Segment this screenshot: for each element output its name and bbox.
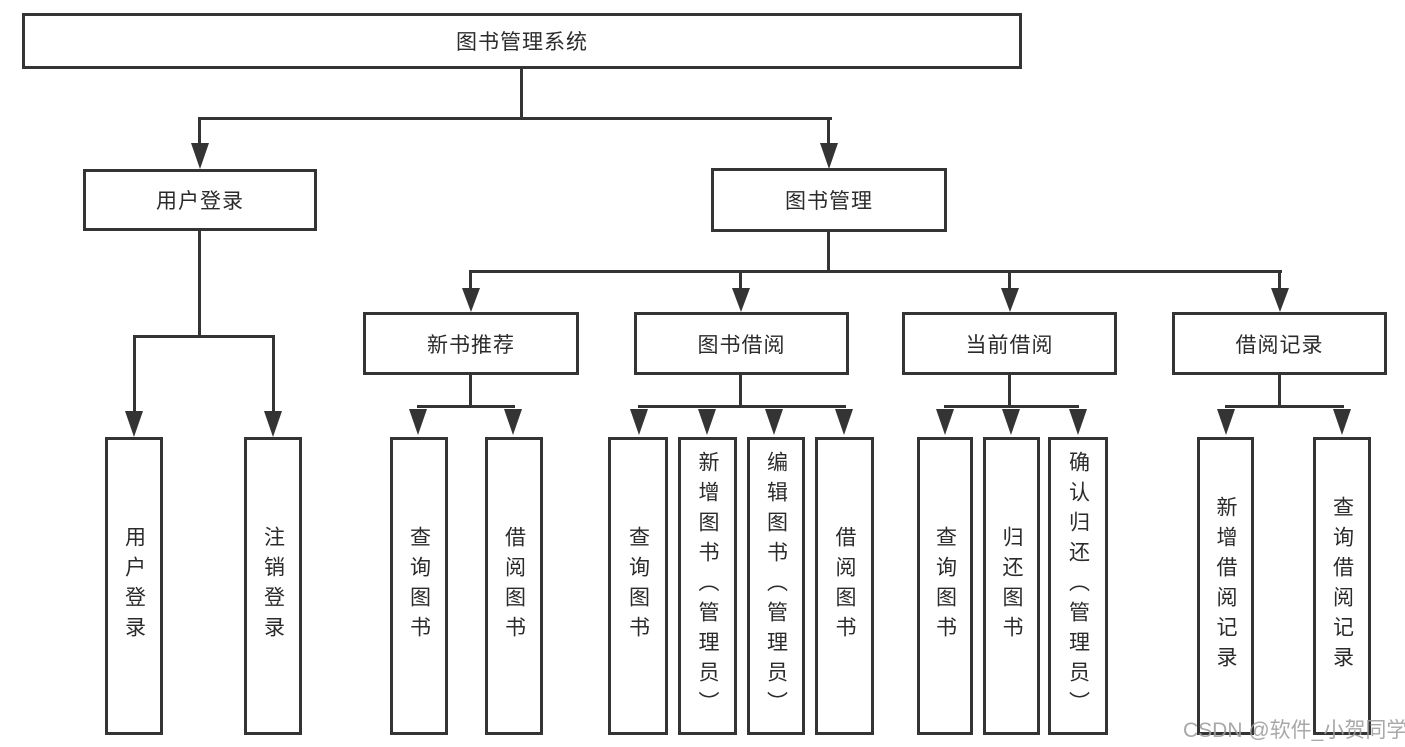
leaf-label: 确认归还（管理员） xyxy=(1066,451,1091,721)
node-leaf-return-books: 归还图书 xyxy=(983,437,1040,735)
arrow-down-icon xyxy=(409,409,427,435)
connector-line xyxy=(417,405,515,408)
arrow-down-icon xyxy=(191,143,209,169)
arrow-down-icon xyxy=(765,409,783,435)
node-leaf-borrow-books: 借阅图书 xyxy=(815,437,874,735)
connector-line xyxy=(470,270,1282,273)
connector-line xyxy=(827,117,830,147)
node-leaf-query-borrow-record: 查询借阅记录 xyxy=(1313,437,1371,735)
leaf-label: 归还图书 xyxy=(1000,526,1024,646)
node-book-mgmt: 图书管理 xyxy=(711,168,947,232)
connector-line xyxy=(739,270,742,290)
connector-line xyxy=(739,375,742,408)
node-book-borrow-label: 图书借阅 xyxy=(697,332,786,357)
arrow-down-icon xyxy=(1001,288,1019,312)
leaf-label: 查询图书 xyxy=(933,526,958,646)
connector-line xyxy=(1008,375,1011,408)
arrow-down-icon xyxy=(1002,409,1020,435)
node-leaf-query-books: 查询图书 xyxy=(917,437,973,735)
leaf-label: 借阅图书 xyxy=(833,526,857,646)
connector-line xyxy=(133,335,136,415)
connector-line xyxy=(469,375,472,408)
node-book-borrow: 图书借阅 xyxy=(634,312,849,375)
connector-line xyxy=(944,405,1079,408)
connector-line xyxy=(198,117,201,147)
node-leaf-query-books: 查询图书 xyxy=(608,437,668,735)
node-leaf-user-login: 用户登录 xyxy=(105,437,163,735)
node-leaf-confirm-return-admin: 确认归还（管理员） xyxy=(1048,437,1108,735)
leaf-label: 编辑图书（管理员） xyxy=(764,451,789,721)
arrow-down-icon xyxy=(1217,409,1235,435)
arrow-down-icon xyxy=(630,409,648,435)
connector-line xyxy=(1008,270,1011,290)
connector-line xyxy=(133,335,275,338)
connector-line xyxy=(1225,405,1344,408)
arrow-down-icon xyxy=(936,409,954,435)
connector-line xyxy=(469,270,472,290)
arrow-down-icon xyxy=(264,411,282,437)
arrow-down-icon xyxy=(1069,409,1087,435)
arrow-down-icon xyxy=(504,409,522,435)
arrow-down-icon xyxy=(125,411,143,437)
node-leaf-edit-books-admin: 编辑图书（管理员） xyxy=(747,437,805,735)
node-current-borrow: 当前借阅 xyxy=(902,312,1117,375)
node-leaf-add-books-admin: 新增图书（管理员） xyxy=(678,437,737,735)
connector-line xyxy=(827,231,830,270)
connector-line xyxy=(1278,375,1281,408)
node-leaf-borrow-books: 借阅图书 xyxy=(485,437,543,735)
node-root-label: 图书管理系统 xyxy=(456,30,588,54)
node-borrow-records-label: 借阅记录 xyxy=(1235,332,1324,357)
connector-line xyxy=(1278,270,1281,290)
connector-line xyxy=(638,405,846,408)
leaf-label: 查询借阅记录 xyxy=(1330,496,1355,676)
arrow-down-icon xyxy=(1271,288,1289,312)
leaf-label: 查询图书 xyxy=(626,526,651,646)
leaf-label: 新增借阅记录 xyxy=(1214,496,1238,676)
node-leaf-add-borrow-record: 新增借阅记录 xyxy=(1197,437,1254,735)
node-user-login-label: 用户登录 xyxy=(156,189,244,213)
connector-line xyxy=(272,335,275,415)
node-leaf-logout: 注销登录 xyxy=(244,437,302,735)
leaf-label: 借阅图书 xyxy=(502,526,527,646)
node-new-books: 新书推荐 xyxy=(363,312,579,375)
leaf-label: 新增图书（管理员） xyxy=(696,451,720,721)
arrow-down-icon xyxy=(820,143,838,169)
node-new-books-label: 新书推荐 xyxy=(427,332,515,357)
node-book-mgmt-label: 图书管理 xyxy=(785,189,873,213)
leaf-label: 查询图书 xyxy=(407,526,432,646)
arrow-down-icon xyxy=(732,288,750,312)
leaf-label: 用户登录 xyxy=(122,526,147,646)
connector-line xyxy=(199,117,832,120)
arrow-down-icon xyxy=(1333,409,1351,435)
csdn-watermark: CSDN @软件_小贺同学 xyxy=(1183,719,1405,742)
node-root: 图书管理系统 xyxy=(22,13,1022,69)
node-leaf-query-books: 查询图书 xyxy=(390,437,448,735)
arrow-down-icon xyxy=(462,288,480,312)
node-borrow-records: 借阅记录 xyxy=(1172,312,1387,375)
node-user-login: 用户登录 xyxy=(83,169,317,231)
node-current-borrow-label: 当前借阅 xyxy=(965,332,1054,357)
arrow-down-icon xyxy=(835,409,853,435)
connector-line xyxy=(520,69,523,117)
leaf-label: 注销登录 xyxy=(261,526,286,646)
arrow-down-icon xyxy=(698,409,716,435)
connector-line xyxy=(198,231,201,335)
